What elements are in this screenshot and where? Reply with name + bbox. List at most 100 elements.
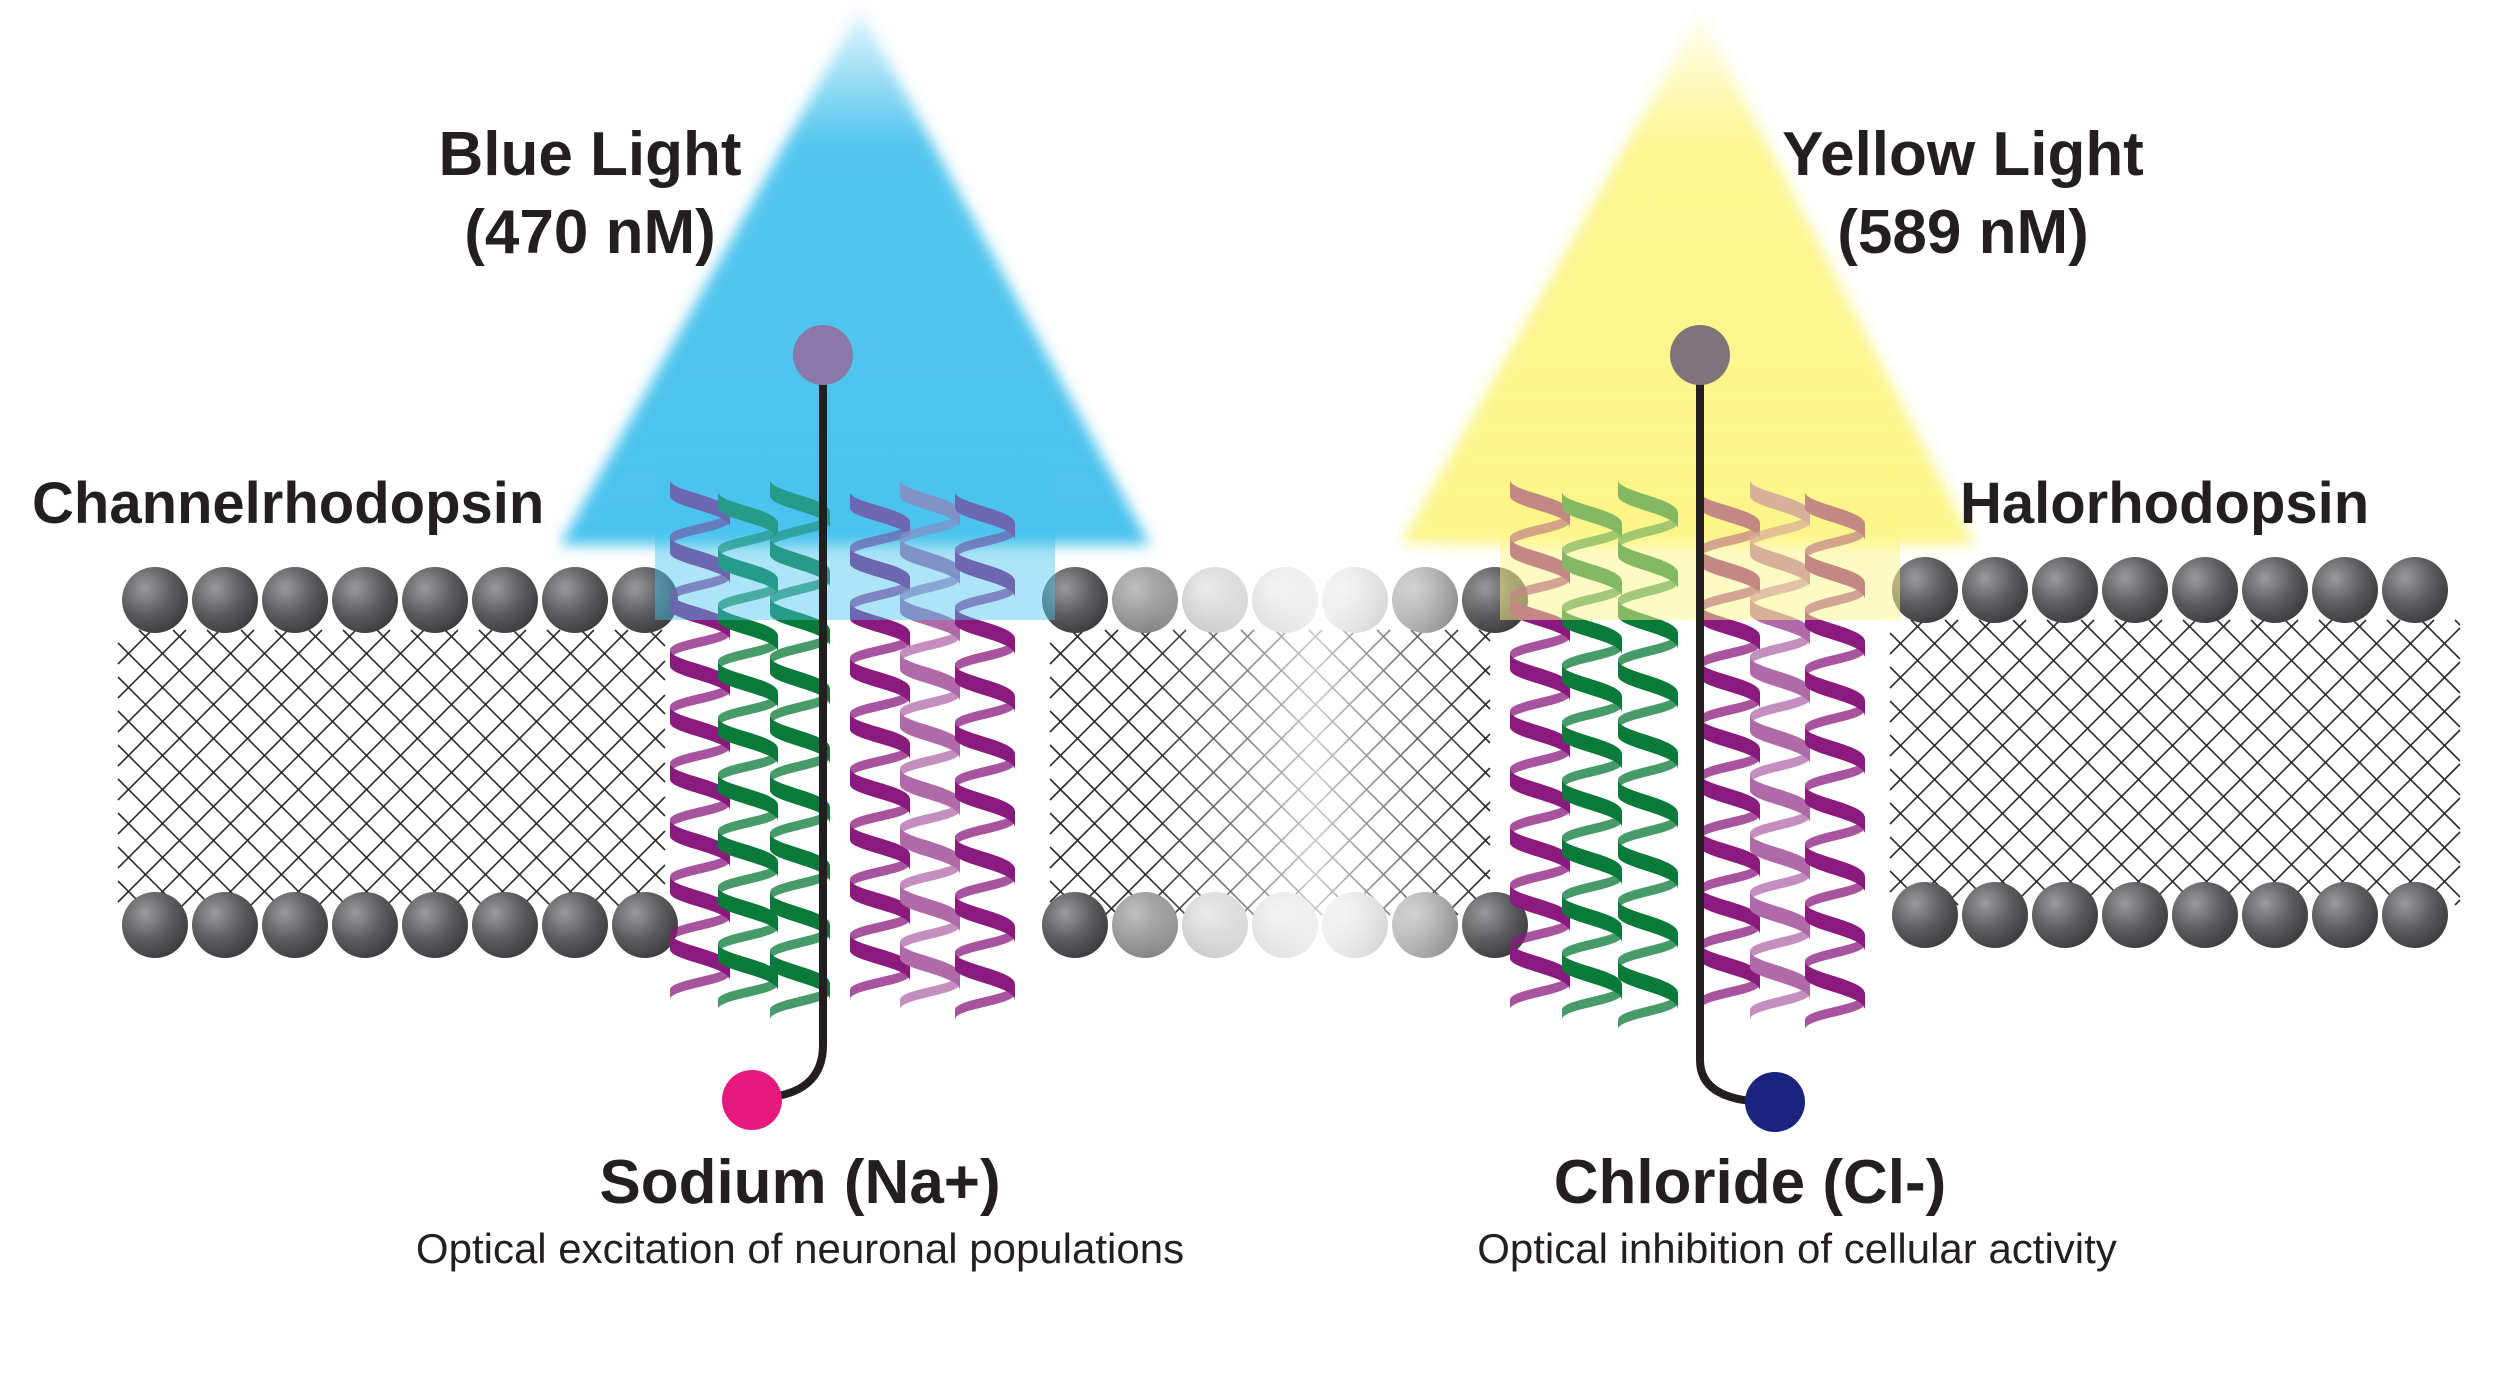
helix-ribbon-segment bbox=[900, 595, 960, 644]
helix-ribbon-back bbox=[900, 858, 960, 895]
helix-ribbon-segment bbox=[955, 837, 1015, 885]
helix-ribbon-back bbox=[1700, 635, 1760, 671]
lipid-tail-line bbox=[117, 629, 391, 903]
helix-ribbon-segment bbox=[900, 884, 960, 933]
lipid-tail-line bbox=[117, 629, 289, 801]
lipid-head bbox=[1962, 882, 2028, 948]
helix-ribbon-segment bbox=[670, 536, 730, 584]
yellow-light-label-line2: (589 nM) bbox=[1837, 198, 2089, 267]
lipid-tail-line bbox=[2182, 619, 2461, 898]
lipid-head bbox=[262, 892, 328, 958]
lipid-tail-line bbox=[308, 629, 595, 916]
helix-ribbon-segment bbox=[1750, 656, 1810, 706]
lipid-tail-line bbox=[240, 629, 527, 916]
lipid-tail-line bbox=[2318, 763, 2461, 906]
helix-ribbon-back bbox=[718, 523, 778, 559]
helix-ribbon-back bbox=[955, 926, 1015, 963]
helix-ribbon-segment bbox=[1700, 887, 1760, 935]
helix-ribbon-back bbox=[670, 964, 730, 1000]
helix-ribbon-back bbox=[850, 743, 910, 779]
lipid-tail-line bbox=[1889, 619, 1925, 655]
lipid-head bbox=[192, 567, 258, 633]
lipid-tail-line bbox=[1049, 629, 1153, 733]
lipid-head bbox=[612, 892, 678, 958]
helix-ribbon-back bbox=[850, 522, 910, 557]
lipid-tail-line bbox=[1889, 632, 2163, 906]
lipid-head bbox=[542, 567, 608, 633]
helix-ribbon-segment bbox=[900, 537, 960, 586]
lipid-tail-line bbox=[172, 629, 459, 916]
helix-ribbon-segment bbox=[1805, 609, 1865, 658]
helix-ribbon-back bbox=[670, 567, 730, 603]
lipid-tail-line bbox=[117, 629, 357, 869]
helix-ribbon-back bbox=[1510, 685, 1570, 721]
helix-ribbon-back bbox=[1562, 868, 1622, 905]
helix-ribbon-back bbox=[955, 811, 1015, 847]
lipid-head bbox=[2382, 557, 2448, 623]
lipid-tail-line bbox=[117, 812, 221, 916]
helix-ribbon-segment bbox=[770, 833, 830, 882]
helix-ribbon-back bbox=[718, 974, 778, 1010]
helix-ribbon-segment bbox=[1805, 726, 1865, 775]
helix-ribbon-back bbox=[770, 571, 830, 608]
lipid-tail-line bbox=[274, 629, 561, 916]
helix-ribbon-back bbox=[770, 806, 830, 843]
helix-ribbon-segment bbox=[1805, 902, 1865, 951]
lipid-tail-line bbox=[410, 629, 666, 885]
helix-ribbon-back bbox=[1805, 817, 1865, 854]
lipid-tail-line bbox=[444, 694, 666, 916]
helix-ribbon-segment bbox=[770, 951, 830, 1000]
helix-ribbon-back bbox=[900, 974, 960, 1010]
helix-ribbon-segment bbox=[770, 597, 830, 647]
blue-light-label-line1: Blue Light bbox=[438, 120, 742, 189]
lipid-tail-line bbox=[2284, 619, 2461, 796]
lipid-tail-line bbox=[2284, 729, 2461, 906]
lipid-head bbox=[2312, 882, 2378, 948]
helix-ribbon-back bbox=[1750, 806, 1810, 843]
lipid-head bbox=[262, 567, 328, 633]
helix-ribbon-back bbox=[900, 742, 960, 779]
lipid-head bbox=[1892, 557, 1958, 623]
helix-ribbon-back bbox=[670, 737, 730, 773]
helix-ribbon-segment bbox=[1510, 653, 1570, 702]
helix-ribbon-segment bbox=[955, 722, 1015, 770]
helix-ribbon-segment bbox=[718, 887, 778, 935]
lipid-tail-line bbox=[117, 676, 357, 916]
helix-ribbon-segment bbox=[718, 548, 778, 596]
lipid-head bbox=[192, 892, 258, 958]
helix-ribbon-segment bbox=[1510, 711, 1570, 759]
helix-ribbon-segment bbox=[1750, 833, 1810, 882]
helix-ribbon-segment bbox=[718, 492, 778, 540]
helix-ribbon-back bbox=[1700, 918, 1760, 954]
helix-ribbon-segment bbox=[955, 779, 1015, 828]
helix-ribbon-back bbox=[670, 907, 730, 943]
lipid-tail-line bbox=[2352, 619, 2461, 728]
lipid-tail-line bbox=[478, 629, 666, 817]
helix-ribbon-segment bbox=[670, 820, 730, 868]
helix-ribbon-back bbox=[850, 909, 910, 945]
helix-ribbon-back bbox=[955, 638, 1015, 675]
helix-ribbon-segment bbox=[850, 602, 910, 650]
helix-ribbon-back bbox=[670, 851, 730, 887]
helix-ribbon-segment bbox=[1562, 952, 1622, 1001]
helix-ribbon-segment bbox=[955, 952, 1015, 1001]
helix-ribbon-segment bbox=[850, 768, 910, 816]
helix-ribbon-back bbox=[670, 681, 730, 717]
helix-ribbon-segment bbox=[1700, 661, 1760, 709]
sodium-ion bbox=[722, 1070, 782, 1130]
helix-ribbon-back bbox=[1805, 934, 1865, 971]
helix-ribbon-segment bbox=[1805, 785, 1865, 834]
lipid-tail-line bbox=[1889, 619, 2027, 757]
helix-ribbon-back bbox=[718, 805, 778, 841]
helix-ribbon-segment bbox=[670, 876, 730, 924]
lipid-tail-line bbox=[1889, 619, 2095, 825]
membrane-fade-overlay bbox=[1150, 540, 1480, 1000]
helix-ribbon-segment bbox=[1618, 660, 1678, 709]
helix-ribbon-segment bbox=[1618, 960, 1678, 1009]
helix-ribbon-back bbox=[1562, 926, 1622, 963]
helix-ribbon-segment bbox=[1562, 779, 1622, 828]
helix-ribbon-back bbox=[670, 794, 730, 830]
lipid-tail-line bbox=[546, 629, 666, 749]
helix-ribbon-back bbox=[718, 635, 778, 671]
lipid-tail-line bbox=[2216, 619, 2461, 864]
